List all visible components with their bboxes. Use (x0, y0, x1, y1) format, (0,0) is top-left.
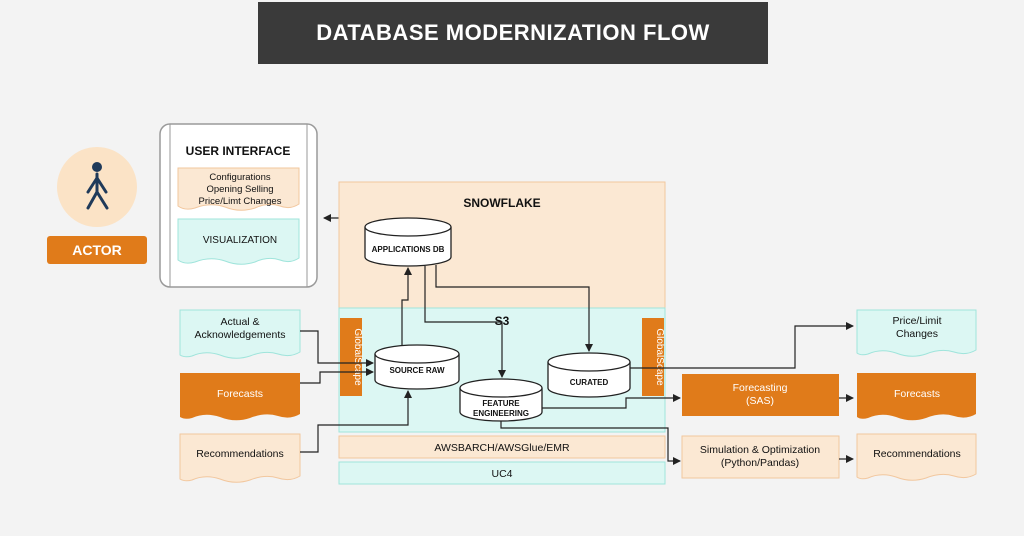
person-walking-icon (86, 162, 109, 210)
input-recommendations-box: Recommendations (179, 433, 301, 483)
input-actual-box: Actual & Acknowledgements (179, 309, 301, 359)
feature-engineering-label-1: FEATURE (482, 399, 520, 408)
input-forecasts-label: Forecasts (217, 388, 263, 400)
arrow-feature-engineering-to-forecasting (542, 394, 681, 409)
config-box (177, 167, 300, 211)
actor-label-box (47, 236, 147, 264)
globalscape-right: GlobalScape (642, 318, 665, 396)
source-raw-label: SOURCE RAW (389, 366, 445, 375)
feature-engineering-label-2: ENGINEERING (473, 409, 529, 418)
simulation-line-1: Simulation & Optimization (700, 444, 820, 456)
applications-db-cylinder: APPLICATIONS DB (364, 217, 452, 267)
actor-block: ACTOR (47, 147, 147, 264)
output-forecasts-label: Forecasts (894, 388, 940, 400)
output-recommendations-box: Recommendations (856, 433, 977, 481)
output-forecasts-box: Forecasts (857, 373, 976, 421)
config-line-2: Opening Selling (206, 184, 273, 195)
output-recommendations-label: Recommendations (873, 448, 961, 460)
uc4-bar: UC4 (338, 461, 666, 485)
connectors (300, 265, 854, 465)
globalscape-left: GlobalScape (340, 318, 363, 396)
uc4-label: UC4 (491, 468, 512, 480)
feature-engineering-cylinder: FEATURE ENGINEERING (459, 378, 543, 422)
simulation-box: Simulation & Optimization (Python/Pandas… (681, 435, 840, 479)
simulation-line-2: (Python/Pandas) (721, 457, 799, 469)
input-actual-line-1: Actual & (220, 316, 259, 328)
visualization-label: VISUALIZATION (203, 235, 277, 246)
source-raw-cylinder: SOURCE RAW (374, 344, 460, 390)
user-interface-title: USER INTERFACE (186, 144, 291, 158)
visualization-box (177, 218, 300, 265)
arrow-actual-to-source-raw (300, 330, 374, 367)
arrow-source-raw-to-applications-db (401, 267, 412, 345)
output-price-limit-line-2: Changes (896, 328, 938, 340)
s3-title: S3 (495, 314, 510, 328)
awsbarch-bar: AWSBARCH/AWSGlue/EMR (338, 435, 666, 459)
forecasting-line-2: (SAS) (746, 395, 774, 407)
input-forecasts-box: Forecasts (180, 373, 300, 421)
globalscape-left-label: GlobalScape (352, 328, 363, 386)
forecasting-line-1: Forecasting (733, 382, 788, 394)
user-interface-panel: USER INTERFACE Configurations Opening Se… (159, 123, 318, 288)
input-actual-line-2: Acknowledgements (194, 329, 285, 341)
output-price-limit-line-1: Price/Limit (892, 315, 941, 327)
globalscape-right-label: GlobalScape (654, 328, 665, 386)
awsbarch-label: AWSBARCH/AWSGlue/EMR (434, 442, 570, 454)
page-title: DATABASE MODERNIZATION FLOW (258, 2, 768, 64)
curated-cylinder: CURATED (547, 352, 631, 398)
arrow-forecasts-to-source-raw (300, 368, 374, 384)
arrow-recommendations-to-source-raw (300, 390, 412, 453)
arrow-applications-db-to-curated (435, 265, 593, 352)
arrow-feature-engineering-to-simulation (500, 421, 681, 465)
snowflake-title: SNOWFLAKE (463, 196, 540, 210)
config-line-3: Price/Limt Changes (199, 196, 282, 207)
actor-label: ACTOR (72, 242, 122, 258)
curated-label: CURATED (570, 378, 609, 387)
config-line-1: Configurations (209, 172, 271, 183)
output-price-limit-box: Price/Limit Changes (856, 309, 977, 357)
forecasting-sas-box: Forecasting (SAS) (682, 374, 839, 416)
arrow-applications-db-to-feature-engineering (424, 266, 506, 378)
applications-db-label: APPLICATIONS DB (372, 245, 445, 254)
input-recommendations-label: Recommendations (196, 448, 284, 460)
arrow-curated-to-price-limit (630, 322, 854, 369)
